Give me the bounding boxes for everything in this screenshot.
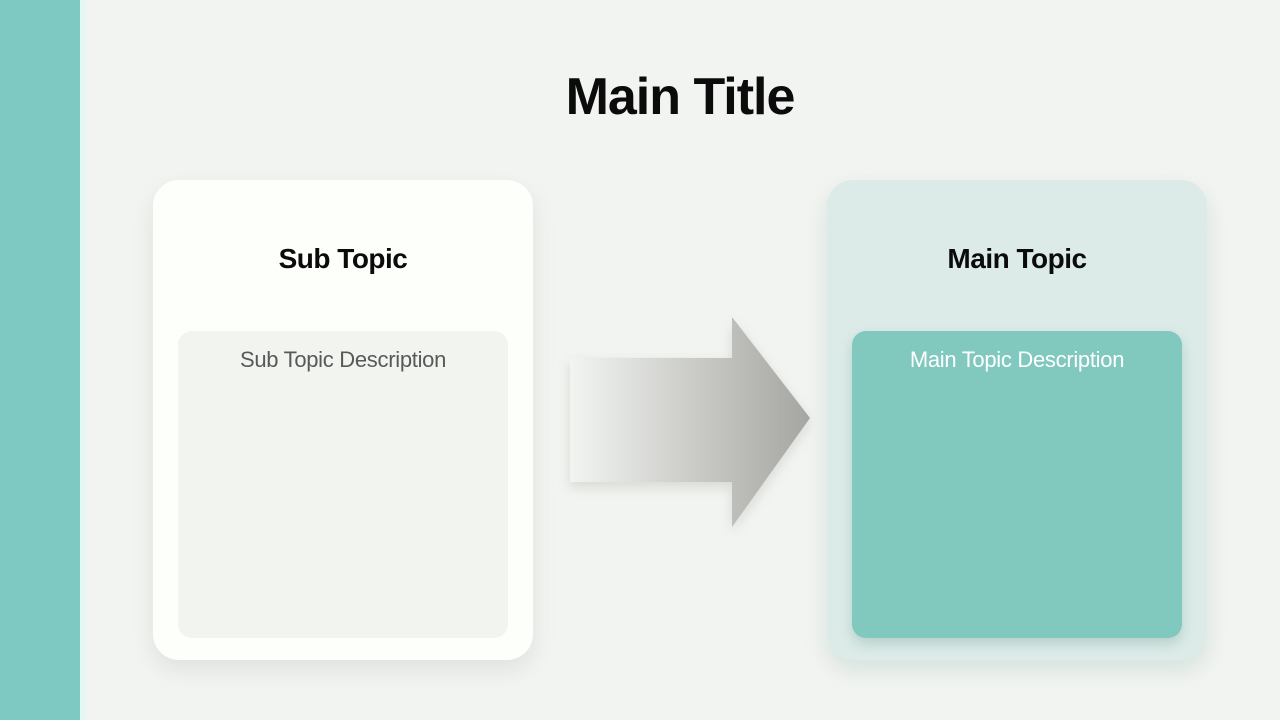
main-topic-description: Main Topic Description <box>909 347 1125 372</box>
sub-topic-heading: Sub Topic <box>278 243 408 274</box>
flow-arrow-icon <box>565 312 815 532</box>
sub-topic-card: Sub Topic Sub Topic Description <box>153 180 533 660</box>
main-topic-description-box: Main Topic Description <box>852 331 1182 638</box>
accent-bar-edge <box>80 0 85 720</box>
slide-title: Main Title <box>565 68 796 126</box>
main-topic-card: Main Topic Main Topic Description <box>827 180 1207 660</box>
accent-bar <box>0 0 80 720</box>
main-topic-heading: Main Topic <box>947 243 1087 274</box>
sub-topic-description-box: Sub Topic Description <box>178 331 508 638</box>
sub-topic-description: Sub Topic Description <box>239 347 447 372</box>
